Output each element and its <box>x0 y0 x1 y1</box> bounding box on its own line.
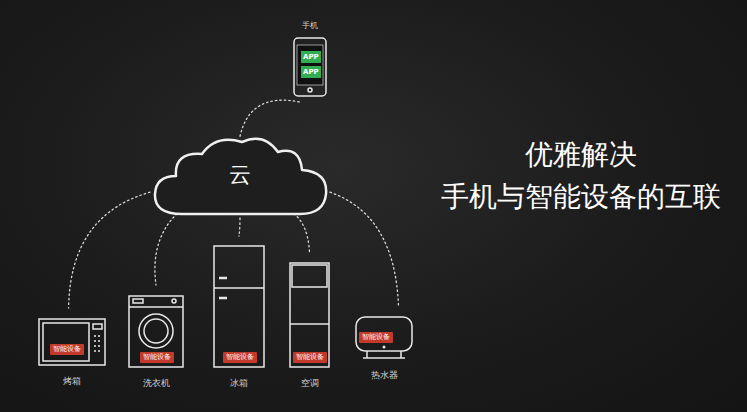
node-text: 智能设备 <box>143 353 171 361</box>
appliance-name: 洗衣机 <box>143 377 170 390</box>
cloud: 云 <box>150 132 330 218</box>
node-text: APP <box>303 53 319 61</box>
dotted-connector <box>330 192 399 306</box>
app-badge: APP <box>301 51 321 63</box>
air-conditioner: 空调智能设备 <box>289 262 330 368</box>
phone: 手机APPAPP <box>293 37 327 97</box>
node-text: 智能设备 <box>362 333 390 341</box>
appliance-name: 冰箱 <box>230 377 248 390</box>
device-name: 手机 <box>302 20 318 31</box>
headline-text: 手机与智能设备的互联 <box>418 176 744 218</box>
node-text: 云 <box>229 160 251 190</box>
water-heater: 热水器智能设备 <box>355 316 413 360</box>
node-text: APP <box>303 68 319 76</box>
device-tag: 智能设备 <box>223 352 257 363</box>
dotted-connector <box>155 214 177 285</box>
dotted-connector <box>239 218 240 236</box>
node-text: 智能设备 <box>226 353 254 361</box>
device-tag: 智能设备 <box>50 344 84 355</box>
fridge: 冰箱智能设备 <box>213 245 265 368</box>
fridge-outline <box>213 245 265 368</box>
appliance-name: 热水器 <box>371 369 398 382</box>
appliance-name: 烤箱 <box>63 375 81 388</box>
headline: 优雅解决手机与智能设备的互联 <box>418 134 744 218</box>
device-tag: 智能设备 <box>293 352 327 363</box>
device-tag: 智能设备 <box>359 332 393 343</box>
headline-text: 优雅解决 <box>418 134 744 176</box>
node-text: 智能设备 <box>53 345 81 353</box>
appliance-name: 空调 <box>301 377 319 390</box>
device-tag: 智能设备 <box>140 352 174 363</box>
node-text: 智能设备 <box>296 353 324 361</box>
dotted-connector <box>240 100 300 136</box>
washing-machine: 洗衣机智能设备 <box>128 295 184 368</box>
dotted-connector <box>294 214 310 252</box>
app-badge: APP <box>301 66 321 78</box>
dotted-connector <box>69 192 150 308</box>
oven-outline <box>38 318 106 366</box>
oven: 烤箱智能设备 <box>38 318 106 366</box>
cloud-label-box: 云 <box>150 132 330 218</box>
